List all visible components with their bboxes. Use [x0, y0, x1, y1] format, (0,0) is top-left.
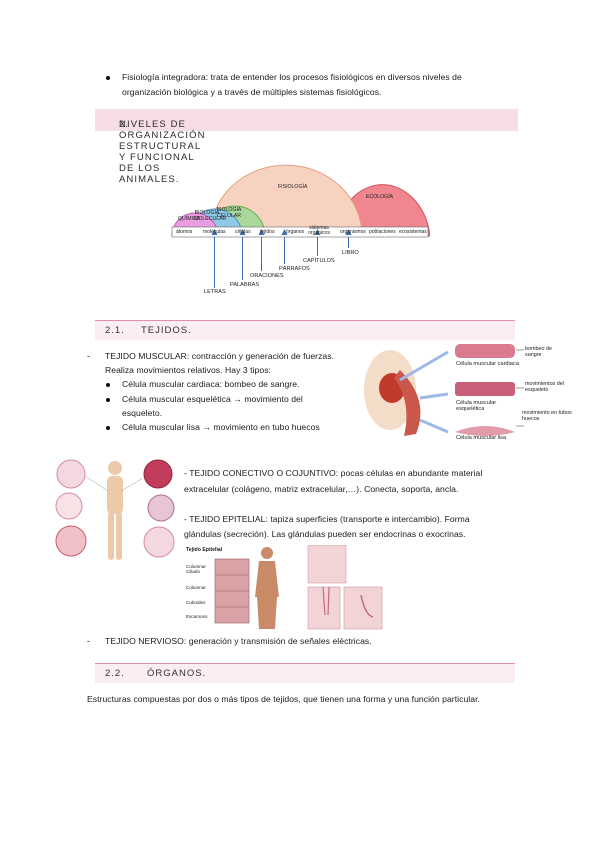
dome-label-fisiologia: FISIOLOGÍA — [278, 184, 308, 190]
muscular-line-1: TEJIDO MUSCULAR: contracción y generació… — [105, 349, 334, 363]
cell-label-esqueletica: Célula muscular esquelética — [456, 400, 497, 412]
muscle-types-figure — [364, 344, 524, 436]
function-bombeo: bombeo de sangre — [525, 346, 552, 358]
dome-label-biologia-celular: BIOLOGÍA CELULAR — [216, 207, 242, 219]
section-2-1-title: TEJIDOS. — [141, 325, 192, 336]
function-movimiento-esqueleto: movimientos del esqueleto — [525, 381, 564, 393]
dash-marker: - — [87, 636, 90, 646]
section-2-1-number: 2.1. — [105, 325, 125, 336]
section-2-2-number: 2.2. — [105, 668, 125, 679]
dome-label-quimica: QUÍMICA — [178, 216, 201, 222]
level-ecosistemas: ecosistemas — [399, 229, 427, 235]
analogy-oraciones: ORACIONES — [250, 273, 284, 279]
analogy-libro: LIBRO — [342, 250, 359, 256]
organos-description: Estructuras compuestas por dos o más tip… — [87, 694, 480, 704]
epithelium-label-columnar-ciliado: Columnar Ciliado — [186, 564, 206, 574]
bullet-icon — [106, 398, 110, 402]
connective-tissue-figure — [55, 459, 175, 560]
cell-label-cardiaca: Célula muscular cardiaca — [456, 361, 519, 367]
conectivo-line-1: - TEJIDO CONECTIVO O COJUNTIVO: pocas cé… — [184, 468, 483, 478]
bullet-icon — [106, 426, 110, 430]
analogy-palabras: PALABRAS — [230, 282, 260, 288]
muscular-item-esqueletica: Célula muscular esquelética → movimiento… — [122, 394, 303, 404]
section-2-title: NIVELES DE ORGANIZACIÓN ESTRUCTURAL Y FU… — [119, 119, 206, 185]
muscular-line-1-rest: : contracción y generación de fuerzas. — [186, 351, 335, 361]
muscular-item-cardiaca: Célula muscular cardiaca: bombeo de sang… — [122, 379, 300, 389]
analogy-letras: LETRAS — [204, 289, 226, 295]
organization-levels-diagram — [171, 164, 430, 288]
muscular-item-esqueletica-cont: esqueleto. — [122, 408, 163, 418]
section-2-2-title: ÓRGANOS. — [147, 668, 207, 679]
level-celulas: células — [235, 229, 251, 235]
epitelial-line-2: glándulas (secreción). Las glándulas pue… — [184, 529, 466, 539]
level-atomos: átomos — [176, 229, 193, 235]
epithelium-label-escamoso: Escamoso — [186, 614, 208, 619]
section-2-number: 2. — [119, 119, 130, 130]
epithelium-label-cuboides: Cuboides — [186, 600, 206, 605]
intro-line-1: Fisiología integradora: trata de entende… — [122, 72, 462, 82]
bullet-icon — [106, 383, 110, 387]
dome-label-biologia-molecular: BIOLOGÍA MOLECULAR — [194, 210, 227, 222]
level-organos: órganos — [286, 229, 305, 235]
muscular-line-2: Realiza movimientos relativos. Hay 3 tip… — [105, 365, 271, 375]
intro-line-2: organización biológica y a través de múl… — [122, 87, 382, 97]
nervioso-line: TEJIDO NERVIOSO: generación y transmisió… — [105, 636, 372, 646]
section-2-2-header: 2.2. ÓRGANOS. — [95, 663, 515, 683]
level-poblaciones: poblaciones — [369, 229, 396, 235]
conectivo-line-2: extracelular (colágeno, matriz extracelu… — [184, 484, 459, 494]
analogy-capitulos: CAPÍTULOS — [303, 258, 335, 264]
level-organismos: organismos — [340, 229, 366, 235]
bullet-icon — [106, 76, 110, 80]
level-sistemas-organicos: sistemas orgánicos — [308, 225, 330, 236]
function-tubos-huecos: movimiento en tubos huecos — [522, 410, 572, 422]
epithelium-title: Tejido Epitelial — [186, 547, 223, 553]
section-2-1-header: 2.1. TEJIDOS. — [95, 320, 515, 340]
analogy-parrafos: PÁRRAFOS — [279, 266, 310, 272]
level-moleculas: moléculas — [203, 229, 226, 235]
epitelial-line-1: - TEJIDO EPITELIAL: tapiza superficies (… — [184, 514, 470, 524]
muscular-heading: TEJIDO MUSCULAR — [105, 351, 187, 361]
cell-label-lisa: Célula muscular lisa — [456, 435, 507, 441]
level-tejidos: tejidos — [260, 229, 275, 235]
epithelium-label-columnar: Columnar — [186, 585, 206, 590]
dash-marker: - — [87, 351, 90, 361]
section-2-header: 2. NIVELES DE ORGANIZACIÓN ESTRUCTURAL Y… — [95, 109, 518, 185]
epithelial-tissue-figure — [183, 545, 383, 630]
muscular-item-lisa: Célula muscular lisa → movimiento en tub… — [122, 422, 320, 432]
dome-label-ecologia: ECOLOGÍA — [366, 194, 394, 200]
